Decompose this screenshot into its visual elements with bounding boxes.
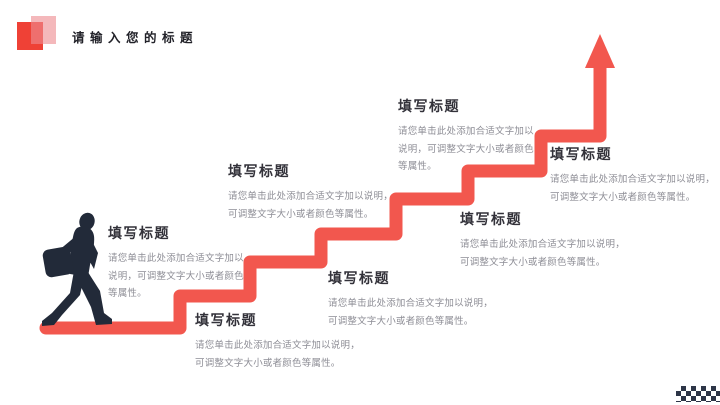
- step-title: 填写标题: [550, 146, 612, 162]
- step-block-6: 填写标题 请您单击此处添加合适文字加以说明， 可调整文字大小或者颜色等属性。: [460, 209, 670, 271]
- step-title: 填写标题: [195, 312, 257, 328]
- step-body: 请您单击此处添加合适文字加以 说明，可调整文字大小或者颜色 等属性。: [398, 126, 534, 172]
- step-block-1: 填写标题 请您单击此处添加合适文字加以 说明，可调整文字大小或者颜色 等属性。: [108, 223, 283, 303]
- businessman-silhouette-icon: [42, 212, 112, 326]
- step-title: 填写标题: [328, 270, 390, 286]
- slide-title: 请输入您的标题: [72, 31, 199, 45]
- step-block-4: 填写标题 请您单击此处添加合适文字加以说明， 可调整文字大小或者颜色等属性。: [328, 268, 528, 330]
- step-block-3: 填写标题 请您单击此处添加合适文字加以说明， 可调整文字大小或者颜色等属性。: [228, 161, 428, 223]
- checker-decoration: [676, 386, 720, 402]
- step-block-2: 填写标题 请您单击此处添加合适文字加以说明， 可调整文字大小或者颜色等属性。: [195, 310, 395, 372]
- step-title: 填写标题: [228, 163, 290, 179]
- step-body: 请您单击此处添加合适文字加以说明， 可调整文字大小或者颜色等属性。: [195, 340, 360, 369]
- step-block-7: 填写标题 请您单击此处添加合适文字加以说明， 可调整文字大小或者颜色等属性。: [550, 144, 720, 206]
- step-title: 填写标题: [460, 211, 522, 227]
- step-body: 请您单击此处添加合适文字加以说明， 可调整文字大小或者颜色等属性。: [328, 298, 493, 327]
- step-body: 请您单击此处添加合适文字加以说明， 可调整文字大小或者颜色等属性。: [228, 191, 393, 220]
- step-body: 请您单击此处添加合适文字加以说明， 可调整文字大小或者颜色等属性。: [550, 174, 715, 203]
- step-body: 请您单击此处添加合适文字加以说明， 可调整文字大小或者颜色等属性。: [460, 239, 625, 268]
- step-title: 填写标题: [398, 98, 460, 114]
- logo-squares: [17, 16, 57, 52]
- step-title: 填写标题: [108, 225, 170, 241]
- step-body: 请您单击此处添加合适文字加以 说明，可调整文字大小或者颜色 等属性。: [108, 253, 244, 299]
- step-block-5: 填写标题 请您单击此处添加合适文字加以 说明，可调整文字大小或者颜色 等属性。: [398, 96, 573, 176]
- staircase-path: [39, 59, 607, 335]
- logo-square-back: [31, 16, 56, 44]
- arrowhead-icon: [585, 34, 615, 68]
